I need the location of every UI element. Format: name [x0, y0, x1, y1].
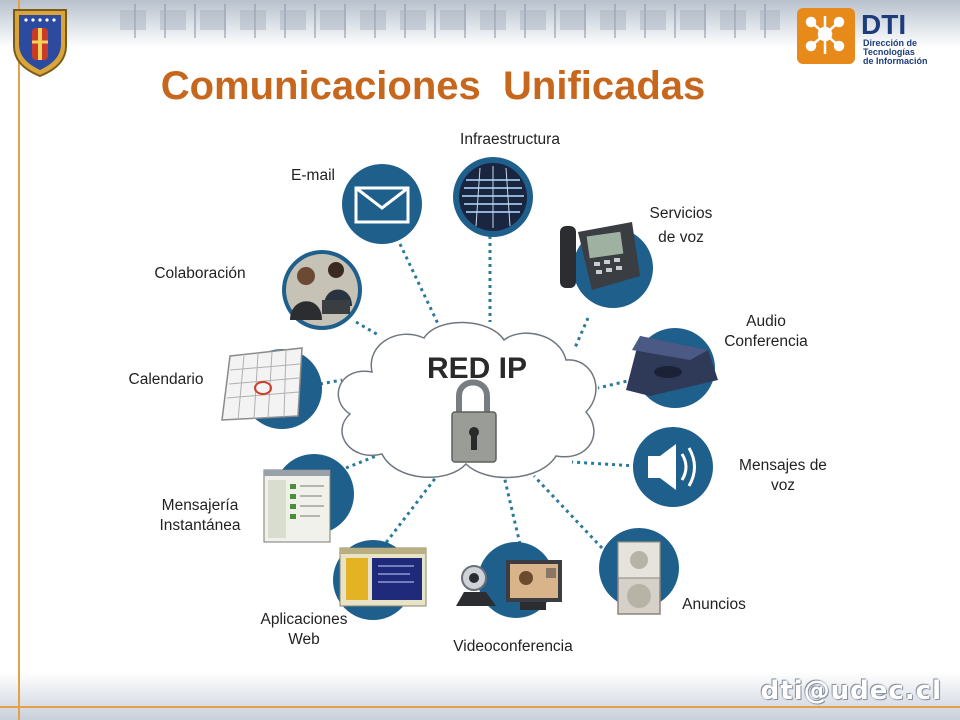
instant-messaging-icon	[263, 469, 331, 543]
web-application-icon	[339, 547, 427, 607]
envelope-icon	[354, 186, 410, 224]
loudspeaker-icon	[617, 541, 661, 615]
label-aplicaciones-web-1: Aplicaciones	[260, 611, 348, 628]
label-servicios-voz-2: de voz	[658, 229, 704, 246]
left-accent-rule	[18, 0, 20, 720]
link-aplicaciones-web	[380, 471, 442, 549]
label-mensajes-voz-1: Mensajes de	[739, 457, 827, 474]
link-videoconferencia	[502, 475, 522, 545]
label-anuncios: Anuncios	[682, 596, 746, 613]
server-rack-icon	[459, 163, 527, 231]
dti-logo-text: DTI	[861, 9, 906, 40]
label-calendario: Calendario	[128, 371, 204, 388]
collaboration-photo-icon	[286, 254, 358, 326]
page-title: Comunicaciones Unificadas	[160, 64, 706, 108]
padlock-icon	[451, 379, 497, 463]
label-audio-2: Conferencia	[724, 333, 808, 350]
footer-email: dti@udec.cl	[760, 676, 942, 706]
videoconference-icon	[456, 560, 562, 610]
calendar-icon	[221, 347, 303, 421]
link-mensajeria	[345, 454, 377, 470]
bottom-accent-rule	[0, 706, 960, 708]
university-crest-icon	[13, 9, 67, 78]
label-colaboracion: Colaboración	[154, 265, 246, 282]
label-email: E-mail	[291, 167, 335, 184]
speaker-icon	[648, 444, 696, 490]
conference-phone-icon	[626, 336, 718, 396]
label-mensajes-voz-2: voz	[770, 477, 796, 494]
node-email	[342, 164, 422, 244]
link-colaboracion	[355, 320, 381, 338]
header-decoration-2	[120, 10, 780, 30]
label-aplicaciones-web-2: Web	[288, 631, 320, 648]
label-infraestructura: Infraestructura	[460, 131, 560, 148]
link-anuncios	[532, 474, 604, 550]
label-servicios-voz-1: Servicios	[649, 205, 713, 222]
connection-links	[319, 236, 641, 550]
dti-subtitle-1: Dirección de	[863, 38, 917, 48]
red-ip-label: RED IP	[426, 352, 528, 385]
dti-subtitle-3: de Información	[863, 56, 928, 66]
dti-logo-icon: DTI Dirección de Tecnologías de Informac…	[797, 8, 928, 66]
cloud-red-ip	[337, 321, 597, 479]
label-audio-1: Audio	[746, 313, 786, 330]
dti-subtitle-2: Tecnologías	[863, 47, 915, 57]
link-calendario	[319, 378, 343, 386]
header-decoration	[120, 4, 780, 38]
label-mensajeria-2: Instantánea	[159, 517, 241, 534]
footer-band	[0, 672, 960, 720]
label-mensajeria-1: Mensajería	[161, 497, 239, 514]
link-servicios-voz	[572, 317, 590, 351]
label-videoconferencia: Videoconferencia	[453, 638, 573, 655]
link-mensajes-voz	[571, 460, 637, 468]
link-email	[398, 243, 442, 329]
ip-phone-icon	[560, 222, 640, 290]
